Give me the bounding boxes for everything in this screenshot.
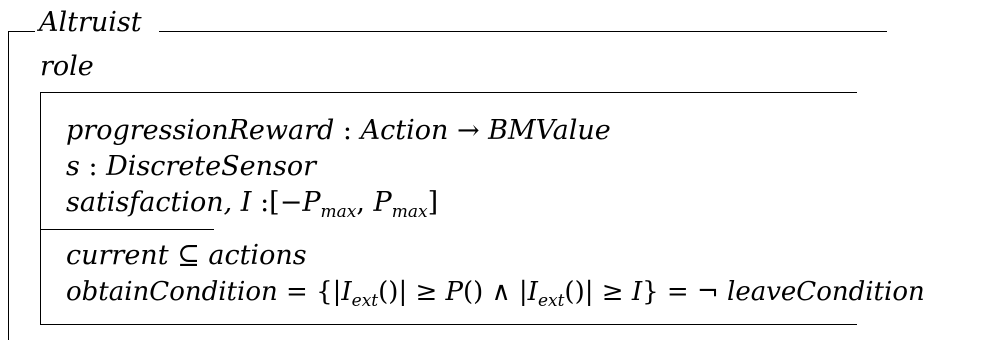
decl-type-from: Action xyxy=(360,115,449,146)
eq-sign: = xyxy=(286,277,308,307)
role-box-divider xyxy=(40,229,214,230)
pred-lhs: current xyxy=(66,240,169,271)
i-ext-sub: ext xyxy=(537,291,565,311)
predicate-obtain-condition: obtainCondition = {|Iext()| ≥ P() ∧ |Iex… xyxy=(66,276,925,311)
decl-arrow: → xyxy=(456,115,480,146)
interval-close: ] xyxy=(427,187,439,218)
abs-open: | xyxy=(518,277,528,307)
decl-colon: : xyxy=(342,115,353,146)
abs-close: | xyxy=(398,277,408,307)
not-op: ¬ xyxy=(696,277,719,307)
schema-title: Altruist xyxy=(39,7,142,38)
interval-high-sub: max xyxy=(391,202,428,222)
interval-open: [ xyxy=(269,187,280,218)
open-brace: { xyxy=(316,277,333,307)
close-brace: } xyxy=(642,277,659,307)
decl-type-to: BMValue xyxy=(488,115,611,146)
pred-rhs: actions xyxy=(208,240,307,271)
i-var: I xyxy=(631,277,643,307)
role-keyword: role xyxy=(40,51,94,82)
pred-rhs: leaveCondition xyxy=(727,277,925,307)
decl-name: s xyxy=(66,151,80,182)
call-parens: () xyxy=(378,277,399,307)
abs-close: | xyxy=(584,277,594,307)
pred-subset-op: ⊆ xyxy=(177,240,200,271)
interval-high: P xyxy=(373,187,392,218)
p-func: P xyxy=(445,277,464,307)
ge-op: ≥ xyxy=(415,277,438,307)
schema-top-right-rule xyxy=(159,31,887,32)
and-op: ∧ xyxy=(491,277,511,307)
decl-colon: : xyxy=(260,187,270,218)
interval-low: −P xyxy=(279,187,321,218)
decl-name: progressionReward xyxy=(66,115,335,146)
pred-lhs: obtainCondition xyxy=(66,277,278,307)
abs-open: | xyxy=(332,277,342,307)
i-ext: I xyxy=(341,277,352,307)
interval-low-sub: max xyxy=(320,202,357,222)
role-box-left-rule xyxy=(40,92,41,325)
interval-comma: , xyxy=(356,187,365,218)
i-ext-sub: ext xyxy=(351,291,379,311)
decl-colon: : xyxy=(88,151,98,182)
declaration-satisfaction: satisfaction, I :[−Pmax, Pmax] xyxy=(66,187,439,222)
schema-left-rule xyxy=(8,31,9,340)
declaration-sensor: s : DiscreteSensor xyxy=(66,151,316,183)
call-parens: () xyxy=(463,277,484,307)
eq-sign: = xyxy=(666,277,689,307)
decl-type: DiscreteSensor xyxy=(106,151,317,182)
decl-name: satisfaction, I xyxy=(66,187,252,218)
role-box-bottom-rule xyxy=(40,324,857,325)
ge-op: ≥ xyxy=(601,277,624,307)
role-box-top-rule xyxy=(40,92,857,93)
call-parens: () xyxy=(564,277,585,307)
declaration-progression-reward: progressionReward : Action → BMValue xyxy=(66,115,611,147)
schema-top-left-rule xyxy=(8,31,35,32)
predicate-current: current ⊆ actions xyxy=(66,240,307,272)
i-ext: I xyxy=(527,277,538,307)
